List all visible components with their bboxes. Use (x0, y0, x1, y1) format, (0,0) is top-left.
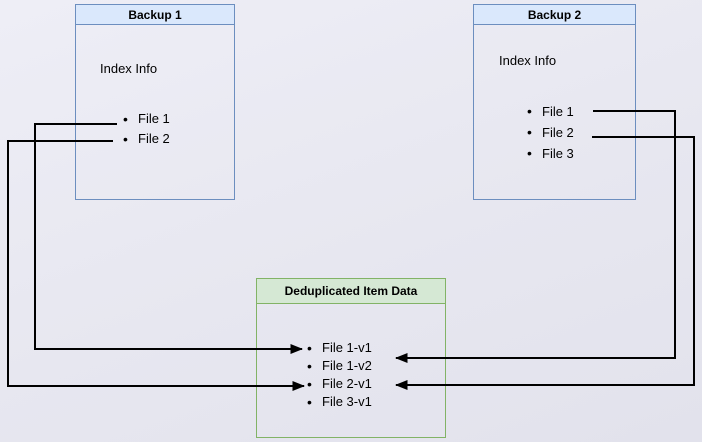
backup1-box: Backup 1 Index Info File 1File 2 (75, 4, 235, 200)
file-list-item: File 1-v2 (307, 357, 372, 375)
file-list-item: File 2 (527, 122, 574, 143)
backup1-title: Backup 1 (76, 5, 234, 25)
backup1-file-list: File 1File 2 (123, 109, 170, 149)
deduplicated-item-data-title: Deduplicated Item Data (257, 279, 445, 304)
backup1-index-info-label: Index Info (100, 61, 158, 76)
dedup-item-list: File 1-v1File 1-v2File 2-v1File 3-v1 (307, 339, 372, 411)
file-list-item: File 3 (527, 143, 574, 164)
backup2-box: Backup 2 Index Info File 1File 2File 3 (473, 4, 636, 200)
backup2-index-info-label: Index Info (499, 53, 557, 68)
backup2-title: Backup 2 (474, 5, 635, 25)
file-list-item: File 1 (527, 101, 574, 122)
file-list-item: File 1-v1 (307, 339, 372, 357)
file-list-item: File 2-v1 (307, 375, 372, 393)
file-list-item: File 2 (123, 129, 170, 149)
file-list-item: File 3-v1 (307, 393, 372, 411)
backup2-file-list: File 1File 2File 3 (527, 101, 574, 164)
deduplicated-item-data-box: Deduplicated Item Data File 1-v1File 1-v… (256, 278, 446, 438)
file-list-item: File 1 (123, 109, 170, 129)
